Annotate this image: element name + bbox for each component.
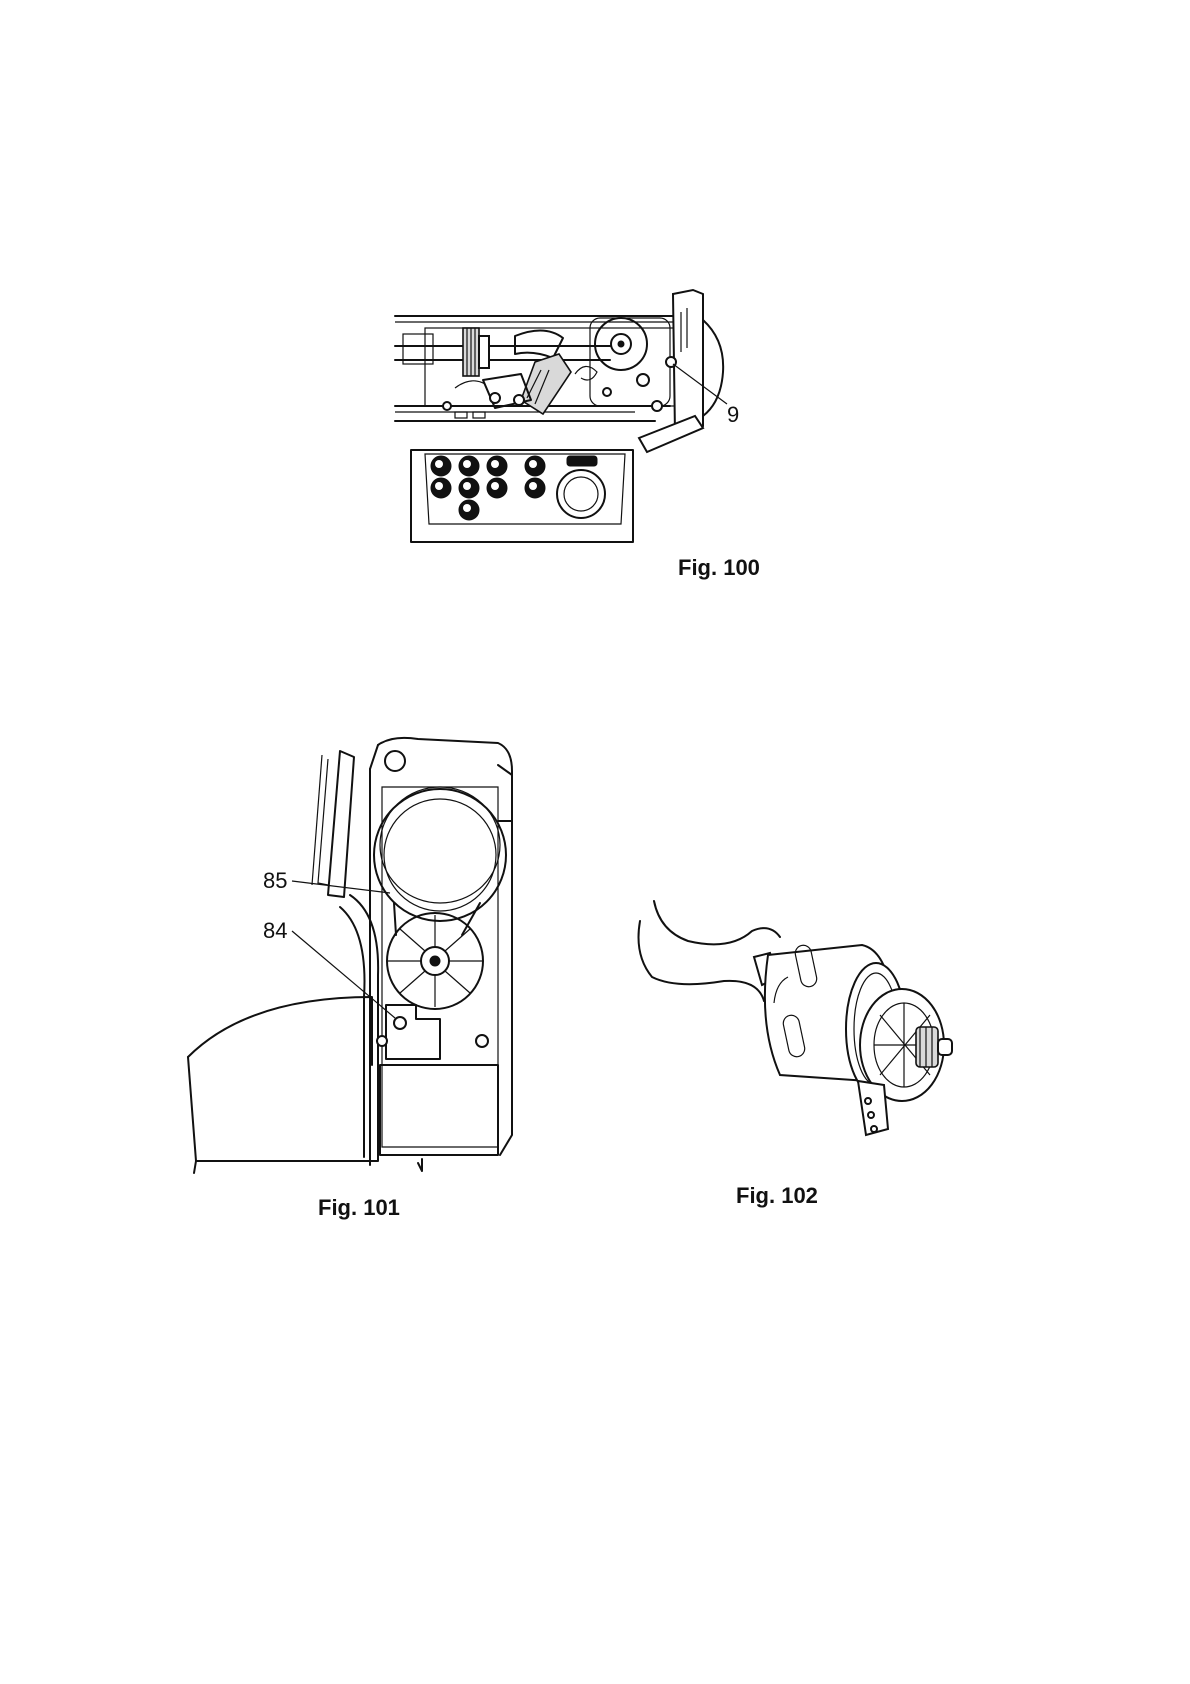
figure-101-caption: Fig. 101: [318, 1195, 400, 1221]
callout-85: 85: [263, 868, 287, 894]
machine-side-view-drawing: [190, 735, 570, 1235]
figure-100: 9 Fig. 100: [395, 288, 775, 618]
figure-102-caption: Fig. 102: [736, 1183, 818, 1209]
callout-9: 9: [727, 402, 739, 428]
figure-101: 85 84 Fig. 101: [190, 735, 570, 1315]
figure-102: Fig. 102: [640, 895, 1000, 1315]
figure-100-caption: Fig. 100: [678, 555, 760, 581]
motor-drawing: [640, 895, 1000, 1255]
callout-84: 84: [263, 918, 287, 944]
